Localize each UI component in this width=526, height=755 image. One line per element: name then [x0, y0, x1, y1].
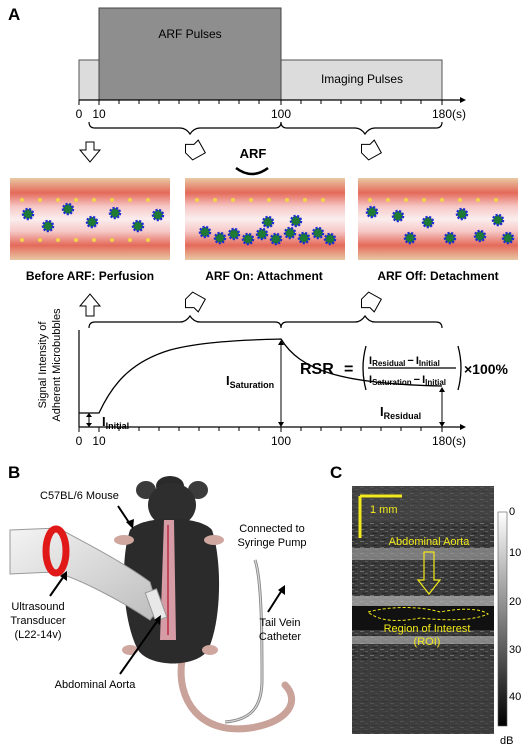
- imaging-pulses-label: Imaging Pulses: [321, 72, 403, 86]
- signal-axis-arrowhead: [460, 424, 466, 430]
- transducer-label-arrow: [49, 575, 65, 597]
- i-initial-arrowheads: [86, 413, 92, 427]
- top-brace: [88, 121, 443, 136]
- top-axis-arrowhead: [460, 97, 466, 103]
- vessel-before: [10, 178, 170, 260]
- rsr-left-paren: [362, 345, 367, 391]
- tail-label-arrowhead: [278, 585, 285, 595]
- transducer-label-arrowhead: [60, 571, 67, 581]
- colorbar-tick-30: 30: [509, 644, 521, 656]
- arrow-diag-off: [361, 139, 382, 161]
- arrow-up-before: [78, 293, 102, 317]
- colorbar: [497, 511, 508, 727]
- ultrasound-transducer: [9, 525, 168, 622]
- arrow-up-on: [185, 291, 206, 313]
- colorbar-tick-20: 20: [509, 596, 521, 608]
- i-initial-label: IInitial: [102, 414, 129, 431]
- rsr-right-paren: [457, 345, 462, 391]
- transducer-label-line1: Ultrasound: [11, 601, 64, 613]
- roi-outline: [366, 607, 489, 621]
- signal-tick-10: 10: [92, 434, 106, 448]
- panel-a-letter: A: [8, 5, 20, 24]
- vessel-attachment: [185, 178, 345, 260]
- rsr-equals: =: [344, 361, 353, 378]
- aorta-down-arrow: [416, 551, 442, 595]
- vessel-detachment: [358, 178, 518, 260]
- signal-tick-0: 0: [76, 434, 83, 448]
- bottom-brace: [88, 314, 443, 329]
- rsr-numerator: IResidual−IInitial: [369, 355, 440, 368]
- rsr-formula: RSR = IResidual−IInitial ISaturation−IIn…: [300, 345, 509, 391]
- arf-label: ARF: [240, 146, 267, 161]
- arf-pulses-label: ARF Pulses: [158, 27, 221, 41]
- tail-label-line1: Tail Vein: [260, 617, 301, 629]
- signal-axis-unit: (s): [452, 434, 466, 448]
- rsr-denominator: ISaturation−IInitial: [369, 374, 446, 387]
- roi-label-line2: (ROI): [414, 636, 441, 648]
- transducer-label-line2: Transducer: [10, 615, 66, 627]
- aorta-label-c: Abdominal Aorta: [389, 536, 471, 548]
- panel-c-letter: C: [330, 463, 342, 482]
- aorta-label-arrow: [119, 619, 159, 675]
- colorbar-tick-0: 0: [509, 506, 515, 518]
- tail-label-line2: Catheter: [259, 631, 302, 643]
- mouse-label-arrow: [117, 505, 131, 525]
- stage-label-before: Before ARF: Perfusion: [26, 269, 154, 283]
- panel-b-letter: B: [8, 463, 20, 482]
- signal-ylabel-line2: Adherent Microbubbles: [51, 308, 63, 422]
- tail-label-arrow: [267, 589, 283, 613]
- signal-curve: [79, 338, 443, 414]
- signal-tick-180: 180: [432, 434, 452, 448]
- catheter-highlight: [224, 559, 263, 723]
- arrow-diag-on: [185, 139, 206, 161]
- mouse-tail: [177, 656, 296, 733]
- rsr-lhs: RSR: [300, 361, 334, 378]
- arrow-down-before: [78, 141, 102, 163]
- colorbar-tick-40: 40: [509, 691, 521, 703]
- colorbar-tick-10: 10: [509, 547, 521, 559]
- signal-tick-100: 100: [271, 434, 291, 448]
- stage-label-on: ARF On: Attachment: [205, 269, 323, 283]
- mouse-strain-label: C57BL/6 Mouse: [40, 490, 119, 502]
- tail-vein-catheter: [224, 559, 264, 724]
- i-saturation-label: ISaturation: [226, 373, 274, 390]
- signal-axis-ticks: [78, 427, 443, 432]
- top-axis-unit: (s): [452, 107, 466, 121]
- i-residual-label: IResidual: [380, 404, 421, 421]
- roi-label-line1: Region of Interest: [384, 623, 471, 635]
- top-tick-180: 180: [432, 107, 452, 121]
- arrow-up-off: [361, 291, 382, 313]
- i-residual-arrowheads: [439, 387, 445, 427]
- colorbar-unit: dB: [500, 735, 513, 747]
- transducer-label-line3: (L22-14v): [14, 629, 61, 641]
- signal-ylabel-line1: Signal Intensity of: [37, 321, 49, 409]
- arf-pulses-bar: [98, 7, 282, 101]
- aorta-label-arrowhead: [154, 615, 161, 625]
- ultrasound-image: [352, 486, 494, 734]
- stage-label-off: ARF Off: Detachment: [377, 269, 498, 283]
- top-tick-10: 10: [92, 107, 106, 121]
- top-tick-0: 0: [76, 107, 83, 121]
- rsr-times: ×100%: [464, 361, 509, 377]
- top-tick-100: 100: [271, 107, 291, 121]
- syringe-label-line2: Syringe Pump: [237, 537, 306, 549]
- mouse-label-arrowhead: [126, 519, 134, 529]
- top-axis-ticks: [78, 100, 443, 105]
- aorta-label-b: Abdominal Aorta: [55, 679, 137, 691]
- syringe-label-line1: Connected to: [239, 523, 304, 535]
- scale-bar-label: 1 mm: [370, 504, 398, 516]
